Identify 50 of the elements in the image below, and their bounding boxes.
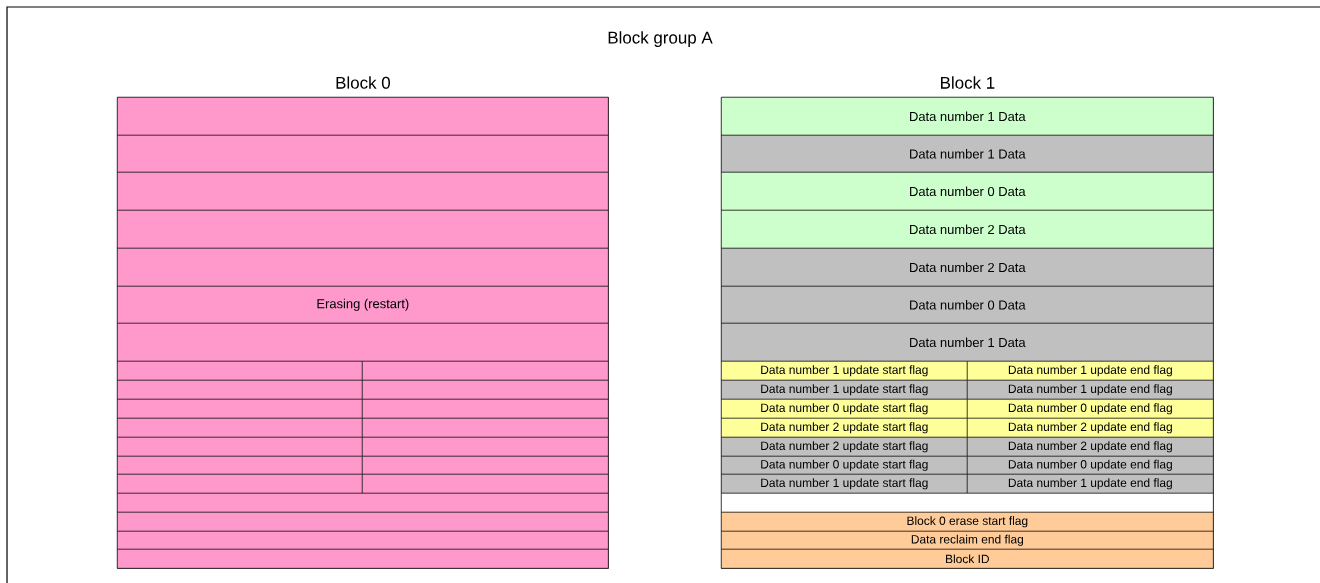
memory-cell: Data number 1 update end flag [967,361,1214,381]
memory-cell: Data number 0 update end flag [967,399,1214,419]
memory-cell [117,172,609,211]
memory-cell [362,418,609,438]
memory-cell [362,456,609,475]
memory-cell: Data number 1 update start flag [721,361,968,381]
memory-cell [117,549,609,569]
node-label: Block 0 [336,76,391,89]
memory-cell: Data number 1 update end flag [967,474,1214,494]
memory-cell [362,437,609,457]
memory-cell: Data number 1 Data [721,323,1214,362]
memory-cell: Data number 0 update end flag [967,456,1214,475]
memory-cell [117,135,609,173]
memory-cell: Data number 2 update start flag [721,437,968,457]
memory-cell [117,399,363,419]
memory-cell [117,97,609,136]
memory-cell [362,380,609,400]
memory-cell: Data number 0 update start flag [721,456,968,475]
memory-cell [362,399,609,419]
memory-cell: Data reclaim end flag [721,531,1214,550]
memory-cell [362,474,609,494]
memory-cell: Data number 1 Data [721,135,1214,173]
node-label: Block 1 [941,76,995,89]
memory-cell [117,437,363,457]
memory-cell [117,418,363,438]
memory-cell: Data number 2 update end flag [967,437,1214,457]
memory-cell: Data number 2 update end flag [967,418,1214,438]
memory-cell [117,380,363,400]
memory-cell: Data number 2 Data [721,248,1214,287]
memory-cell: Data number 2 Data [721,210,1214,249]
memory-cell [117,456,363,475]
memory-cell: Block ID [721,549,1214,569]
memory-cell: Data number 0 Data [721,172,1214,211]
memory-cell [117,210,609,249]
memory-cell [117,248,609,287]
memory-cell: Data number 2 update start flag [721,418,968,438]
memory-cell: Block 0 erase start flag [721,512,1214,532]
memory-cell: Data number 1 update start flag [721,380,968,400]
memory-cell: Data number 1 update end flag [967,380,1214,400]
memory-cell: Data number 1 update start flag [721,474,968,494]
memory-cell [117,361,363,381]
memory-cell [721,493,1214,513]
memory-cell: Data number 1 Data [721,97,1214,136]
memory-cell: Erasing (restart) [117,286,609,324]
memory-cell [117,531,609,550]
memory-cell [117,474,363,494]
memory-cell: Data number 0 update start flag [721,399,968,419]
memory-cell [362,361,609,381]
memory-cell: Data number 0 Data [721,286,1214,324]
memory-cell [117,512,609,532]
